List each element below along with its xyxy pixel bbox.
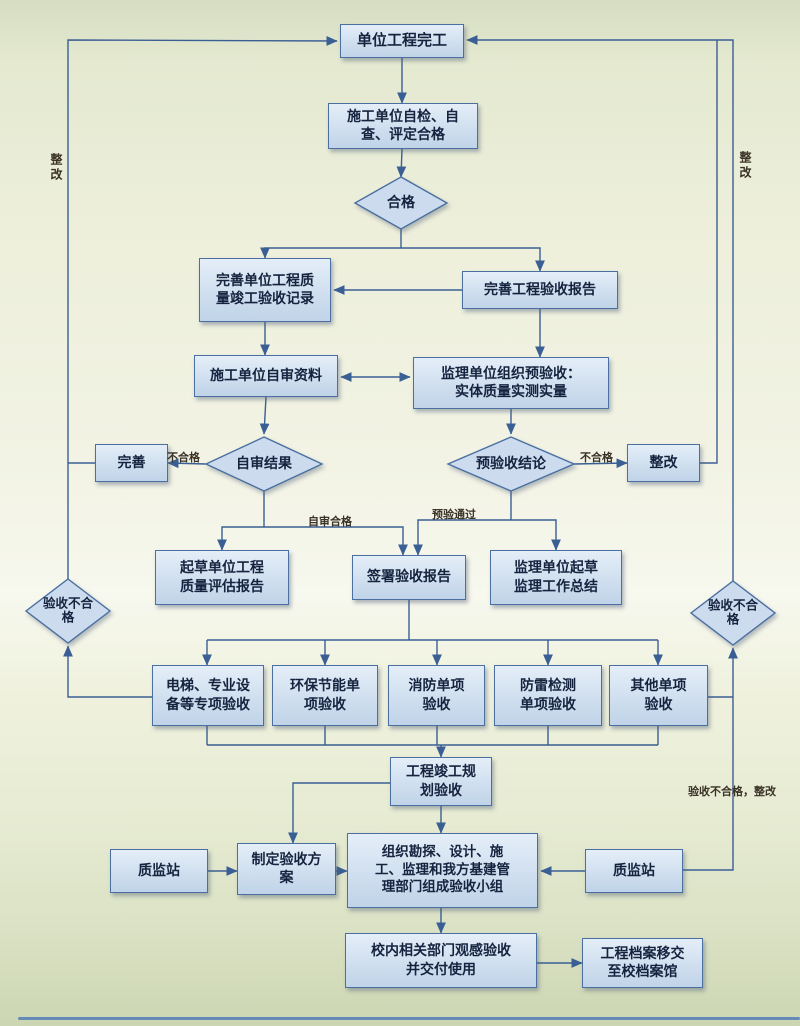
node-draft-quality-report: 起草单位工程 质量评估报告: [155, 550, 289, 605]
node-quality-station-right: 质监站: [585, 849, 683, 893]
label-self-pass: 自审合格: [308, 515, 352, 528]
node-organize-group: 组织勘探、设计、施 工、监理和我方基建管 理部门组成验收小组: [347, 833, 538, 908]
node-archive-transfer: 工程档案移交 至校档案馆: [582, 938, 703, 988]
label-rectify-left: 整改: [49, 153, 63, 183]
diamond-fail-left-shape: [24, 578, 112, 644]
label-unqualified-right: 不合格: [580, 451, 613, 464]
diamond-self-review-result: 自审结果: [236, 455, 292, 472]
node-lightning-acceptance: 防雷检测 单项验收: [494, 665, 602, 726]
label-rectify-right: 整改: [738, 151, 752, 181]
diamond-qualified: 合格: [387, 194, 415, 211]
decision-diamonds: [24, 176, 777, 646]
node-planning-acceptance: 工程竣工规 划验收: [390, 757, 492, 806]
label-fail-rectify: 验收不合格，整改: [688, 785, 776, 798]
node-supervisor-summary: 监理单位起草 监理工作总结: [490, 550, 622, 605]
node-self-review-materials: 施工单位自审资料: [194, 355, 338, 397]
node-fire-acceptance: 消防单项 验收: [388, 665, 485, 726]
node-other-acceptance: 其他单项 验收: [609, 665, 708, 726]
node-elevator-acceptance: 电梯、专业设 备等专项验收: [152, 665, 264, 726]
node-pre-acceptance: 监理单位组织预验收： 实体质量实测实量: [413, 357, 609, 409]
node-quality-station-left: 质监站: [110, 849, 208, 893]
label-unqualified-left: 不合格: [167, 451, 200, 464]
node-campus-acceptance: 校内相关部门观感验收 并交付使用: [345, 933, 537, 988]
node-env-energy-acceptance: 环保节能单 项验收: [272, 665, 378, 726]
diamond-fail-left: 验收不合格: [42, 595, 93, 625]
diamond-pre-acceptance-result-shape: [446, 436, 576, 492]
diamond-fail-right: 验收不合格: [707, 597, 758, 627]
diamond-fail-right-shape: [689, 580, 777, 646]
node-make-plan: 制定验收方 案: [237, 843, 336, 895]
flow-lines: [63, 35, 738, 968]
node-completion-record: 完善单位工程质 量竣工验收记录: [199, 258, 331, 322]
node-perfect: 完善: [95, 444, 168, 482]
diamond-qualified-shape: [353, 176, 449, 230]
node-sign-acceptance-report: 签署验收报告: [352, 555, 466, 600]
node-acceptance-report: 完善工程验收报告: [462, 271, 618, 309]
node-project-complete: 单位工程完工: [340, 24, 464, 58]
label-pre-pass: 预验通过: [432, 508, 476, 521]
node-rectify: 整改: [627, 444, 700, 482]
diamond-pre-acceptance-result: 预验收结论: [476, 455, 546, 472]
diamond-self-review-result-shape: [204, 436, 324, 492]
node-self-inspection: 施工单位自检、自 查、评定合格: [328, 103, 478, 149]
bottom-border-line: [18, 1017, 800, 1020]
